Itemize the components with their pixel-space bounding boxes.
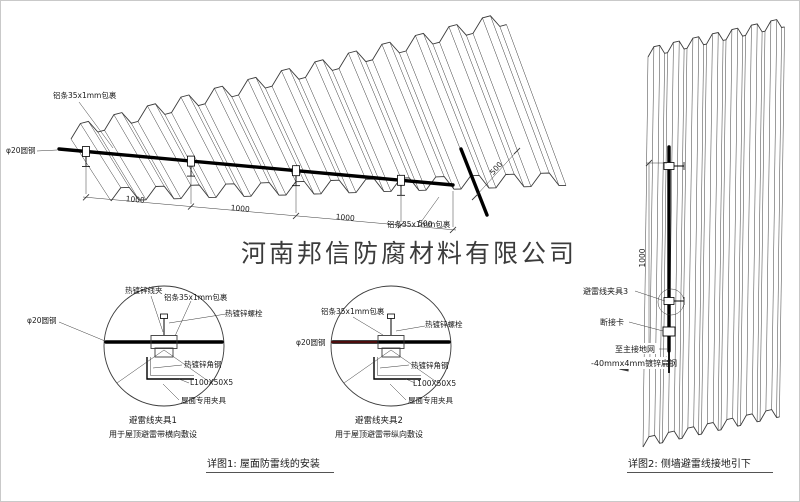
dim-tick <box>82 193 90 201</box>
label-angle: 热镀锌角钢 <box>411 360 449 370</box>
dim-1000: 1000 <box>230 203 250 214</box>
bolt-head <box>160 313 168 319</box>
dim-tick <box>449 226 457 234</box>
label-angle-spec: L100X50X5 <box>413 379 456 388</box>
sheet-top-edge <box>70 15 507 140</box>
dim-1000: 1000 <box>125 194 145 205</box>
label-bg <box>581 285 637 296</box>
label-bolt: 热镀锌螺栓 <box>225 308 263 318</box>
dimension-line <box>82 196 457 231</box>
detail-clamp-2: 铝条35x1mm包裹 热镀锌螺栓 φ20圆钢 热镀锌角钢 L100X50X5 屋… <box>296 285 463 439</box>
label-galv-clip: 热镀锌线夹 <box>125 285 163 295</box>
label-rod: φ20圆钢 <box>27 315 57 325</box>
label-angle: 热镀锌角钢 <box>184 359 222 369</box>
detail2-title: 避雷线夹具2 <box>355 415 403 426</box>
roof-corrugated-sheet <box>70 15 567 202</box>
detail1-subtitle: 用于屋顶避雷带横向敷设 <box>109 429 197 439</box>
detail-clamp-1: 热镀锌线夹 铝条35x1mm包裹 热镀锌螺栓 φ20圆钢 热镀锌角钢 L100X… <box>27 285 263 439</box>
caption-detail2-text: 详图2: 侧墙避雷线接地引下 <box>628 457 751 470</box>
dim-1000-vertical: 1000 <box>638 248 647 267</box>
disconnect-link-symbol <box>662 326 676 337</box>
angle-steel-inner <box>150 357 194 376</box>
dim-tick <box>187 203 195 210</box>
dim-500: 500 <box>488 160 504 177</box>
leader-lines <box>58 295 227 401</box>
angle-steel <box>146 357 194 380</box>
dim-tick <box>397 221 405 229</box>
sheet-top-edge <box>647 19 785 58</box>
label-disconnect-link: 断接卡 <box>600 317 624 327</box>
company-watermark: 河南邦信防腐材料有限公司 <box>241 239 577 268</box>
strip-wrap <box>150 335 178 349</box>
label-aluminium-strip-left: 铝条35x1mm包裹 <box>53 90 117 100</box>
bolt-head <box>387 313 395 319</box>
dim-500: 500 <box>418 218 433 228</box>
angle-steel <box>373 357 421 380</box>
clamp-balloon <box>657 288 685 316</box>
dim-tick <box>471 193 479 201</box>
label-aluminium-strip-right: 铝条35x1mm包裹 <box>387 219 451 229</box>
dim-tick <box>292 212 300 220</box>
label-strip: 铝条35x1mm包裹 <box>321 306 385 316</box>
roof-dimension-chain: 1000 1000 1000 500 500 <box>82 147 521 234</box>
sheet-bottom-edge <box>110 172 567 202</box>
leader-line <box>628 321 664 332</box>
leader-line <box>420 196 440 223</box>
leader-line <box>78 101 114 149</box>
sheet-bottom-edge <box>642 409 780 448</box>
label-bg <box>589 357 667 369</box>
label-bg <box>598 316 630 327</box>
dim-1000: 1000 <box>335 212 355 223</box>
roof-drawing: 1000 1000 1000 500 500 铝条35x1mm包裹 φ20圆钢 … <box>6 15 567 234</box>
dimension-line-sloped <box>474 150 518 198</box>
label-bg <box>613 343 659 354</box>
caption-detail2: 详图2: 侧墙避雷线接地引下 <box>627 457 773 473</box>
label-fixture: 屋面专用夹具 <box>181 395 226 405</box>
label-clamp3: 避雷线夹具3 <box>583 286 628 296</box>
caption-detail1-text: 详图1: 屋面防雷线的安装 <box>207 457 320 470</box>
detail-circle <box>103 285 225 407</box>
leader-line <box>634 290 666 302</box>
clamp-body <box>154 347 174 358</box>
roof-rib-section <box>116 349 212 384</box>
roof-rib-section <box>343 349 439 384</box>
detail2-subtitle: 用于屋顶避雷带纵向敷设 <box>335 429 423 439</box>
label-angle-spec: L100X50X5 <box>190 378 233 387</box>
leader-lines <box>352 316 426 401</box>
leader-line <box>36 149 58 152</box>
clamp-body <box>381 347 401 358</box>
strip-wrap <box>377 335 405 349</box>
label-rod-red: φ20圆钢 <box>296 337 326 347</box>
sheet-rib-lines <box>642 19 785 448</box>
label-fixture: 屋面专用夹具 <box>408 395 453 405</box>
caption-detail1: 详图1: 屋面防雷线的安装 <box>206 457 334 473</box>
extension-lines <box>85 159 454 227</box>
lightning-wire <box>57 147 455 187</box>
angle-steel-inner <box>377 357 421 376</box>
label-flat-steel: -40mmx4mm镀锌扁钢 <box>591 358 677 368</box>
lightning-wire-end-drop <box>459 147 489 217</box>
label-bolt: 热镀锌螺栓 <box>425 319 463 329</box>
dim-tick <box>513 147 521 155</box>
wall-drawing: 1000 避雷线夹具3 断接卡 至主接地网 -40mmx4mm镀锌扁钢 <box>581 19 785 448</box>
label-round-steel: φ20圆钢 <box>6 145 36 155</box>
sheet-rib-lines <box>70 15 567 202</box>
detail1-title: 避雷线夹具1 <box>129 415 177 426</box>
detail-circle <box>330 285 452 407</box>
label-strip: 铝条35x1mm包裹 <box>164 292 228 302</box>
label-to-ground-grid: 至主接地网 <box>615 344 655 354</box>
wall-corrugated-sheet <box>642 19 785 448</box>
